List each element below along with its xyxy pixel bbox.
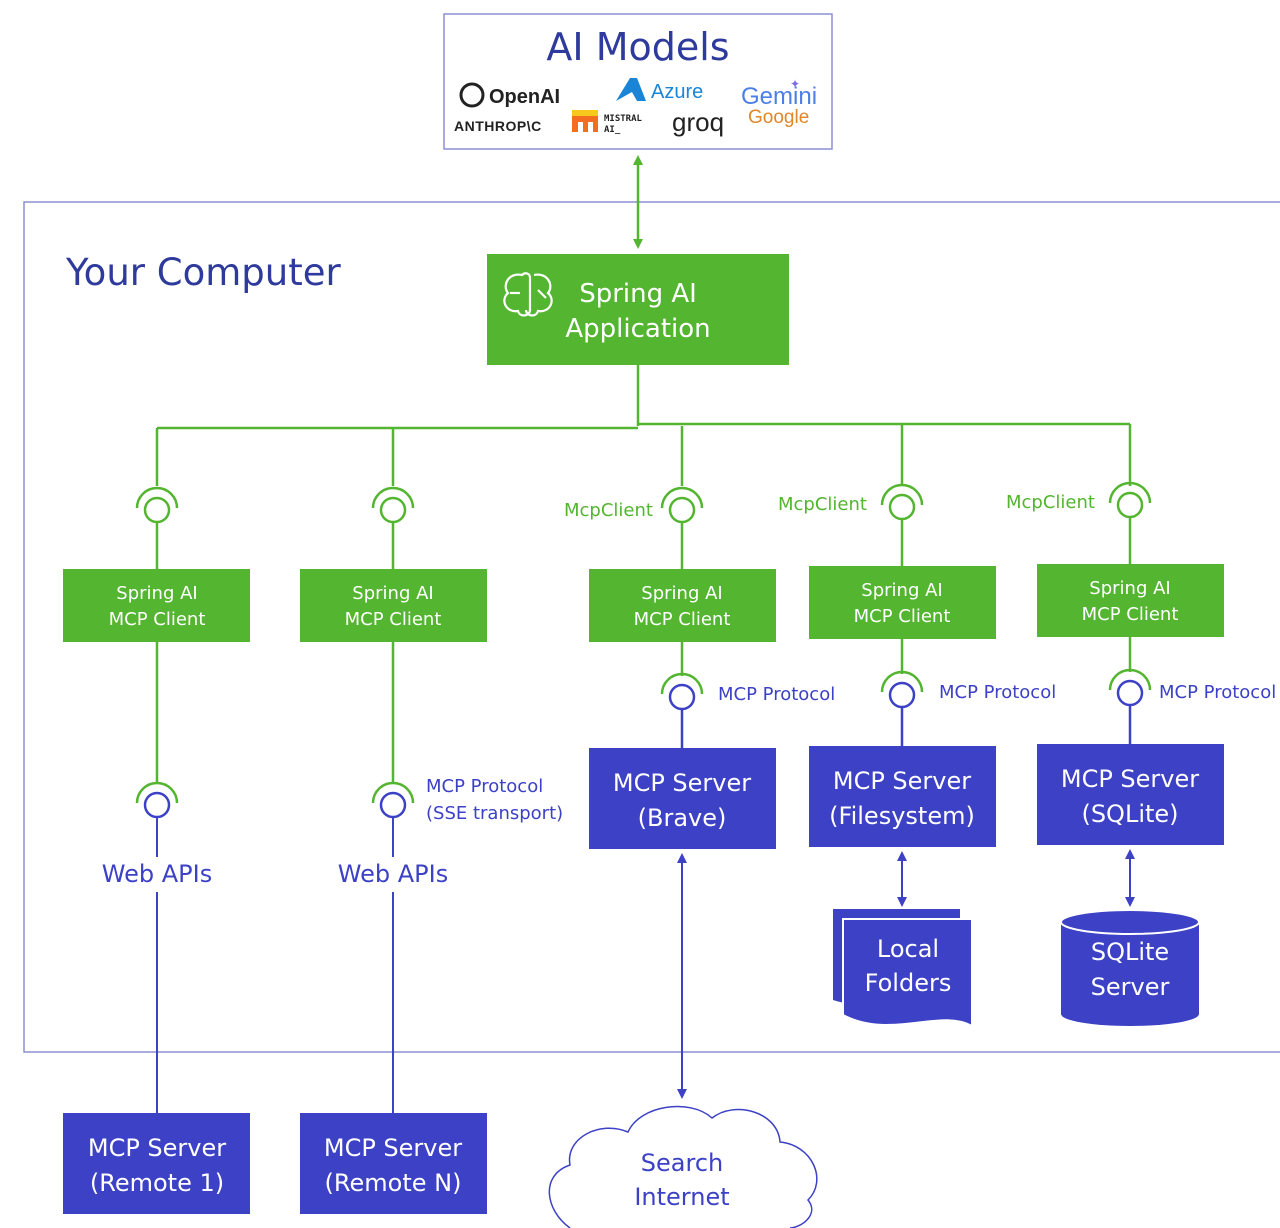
- client-line2: MCP Client: [634, 609, 731, 630]
- mistral-label-2: AI_: [604, 125, 621, 135]
- mcp-client-box-remote1: Spring AI MCP Client: [63, 569, 250, 642]
- openai-logo: OpenAI: [459, 82, 560, 108]
- mcp-client-box-remoteN: Spring AI MCP Client: [300, 569, 487, 642]
- server-line2: (Remote N): [325, 1169, 462, 1197]
- mcp-server-brave: MCP Server (Brave): [589, 748, 776, 849]
- sqlite-server-cylinder: SQLite Server: [1060, 909, 1200, 1026]
- azure-logo: Azure: [616, 78, 703, 103]
- your-computer-title: Your Computer: [65, 251, 341, 294]
- mcp-client-box-sqlite: Spring AI MCP Client: [1037, 564, 1224, 637]
- mcp-server-remoteN: MCP Server (Remote N): [300, 1113, 487, 1214]
- mcp-protocol-sse-label-line2: (SSE transport): [426, 803, 563, 824]
- client-line1: Spring AI: [861, 580, 942, 601]
- server-line2: (Brave): [638, 804, 727, 832]
- server-line1: MCP Server: [613, 769, 751, 797]
- client-interface-symbols: [135, 481, 1152, 569]
- mcp-server-sqlite: MCP Server (SQLite): [1037, 744, 1224, 845]
- local-folders-shape: Local Folders: [833, 909, 973, 1028]
- server-line1: MCP Server: [324, 1134, 462, 1162]
- web-apis-label-remoteN: Web APIs: [338, 860, 448, 888]
- server-line1: MCP Server: [88, 1134, 226, 1162]
- internet-line1: Search: [641, 1149, 723, 1177]
- sparkle-icon: ✦: [790, 77, 800, 91]
- groq-label: groq: [672, 107, 724, 137]
- anthropic-label: ANTHROP\C: [454, 118, 542, 134]
- mistral-logo: MISTRAL AI_: [572, 110, 643, 135]
- app-title-line2: Application: [565, 314, 710, 344]
- client-line2: MCP Client: [109, 609, 206, 630]
- app-title-line1: Spring AI: [579, 279, 697, 309]
- internet-cloud: Search Internet: [548, 1105, 818, 1228]
- client-line2: MCP Client: [345, 609, 442, 630]
- mcp-client-box-filesystem: Spring AI MCP Client: [809, 566, 996, 639]
- web-apis-label-remote1: Web APIs: [102, 860, 212, 888]
- client-line1: Spring AI: [116, 583, 197, 604]
- client-bus: [155, 365, 1132, 486]
- local-folders-line1: Local: [877, 935, 939, 963]
- mcp-protocol-sse-label-line1: MCP Protocol: [426, 776, 543, 797]
- mcpclient-label-brave: McpClient: [564, 500, 653, 521]
- protocol-connectors: [135, 637, 1152, 819]
- client-line1: Spring AI: [641, 583, 722, 604]
- server-line2: (SQLite): [1081, 800, 1178, 828]
- mcpclient-label-filesystem: McpClient: [778, 494, 867, 515]
- server-line2: (Filesystem): [829, 802, 975, 830]
- mcpclient-label-sqlite: McpClient: [1006, 492, 1095, 513]
- spring-ai-application-box: Spring AI Application: [487, 254, 789, 365]
- client-line1: Spring AI: [1089, 578, 1170, 599]
- local-folders-line2: Folders: [865, 969, 952, 997]
- mistral-label-1: MISTRAL: [604, 114, 643, 124]
- ai-models-title: AI Models: [546, 25, 729, 69]
- mcp-client-box-brave: Spring AI MCP Client: [589, 569, 776, 642]
- azure-label: Azure: [651, 81, 703, 103]
- google-label: Google: [748, 107, 809, 128]
- your-computer-container: [23, 201, 1280, 1053]
- gemini-label: Gemini: [741, 83, 817, 110]
- mcp-protocol-label-brave: MCP Protocol: [718, 684, 835, 705]
- mcp-server-remote1: MCP Server (Remote 1): [63, 1113, 250, 1214]
- internet-line2: Internet: [634, 1183, 729, 1211]
- gemini-logo: Gemini Google ✦: [741, 77, 817, 128]
- ai-models-box: AI Models OpenAI Azure Gemini Google ✦ A…: [443, 13, 833, 150]
- mcp-server-filesystem: MCP Server (Filesystem): [809, 746, 996, 847]
- brain-icon: [503, 272, 553, 317]
- azure-icon: [616, 78, 646, 101]
- client-line1: Spring AI: [352, 583, 433, 604]
- sqlite-server-line1: SQLite: [1091, 938, 1169, 966]
- server-line1: MCP Server: [833, 767, 971, 795]
- client-line2: MCP Client: [1082, 604, 1179, 625]
- openai-icon: [459, 82, 485, 108]
- mcp-protocol-label-filesystem: MCP Protocol: [939, 682, 1056, 703]
- server-line1: MCP Server: [1061, 765, 1199, 793]
- client-line2: MCP Client: [854, 606, 951, 627]
- mcp-protocol-label-sqlite: MCP Protocol: [1159, 682, 1276, 703]
- sqlite-server-line2: Server: [1091, 973, 1170, 1001]
- server-line2: (Remote 1): [90, 1169, 224, 1197]
- openai-label: OpenAI: [489, 86, 560, 108]
